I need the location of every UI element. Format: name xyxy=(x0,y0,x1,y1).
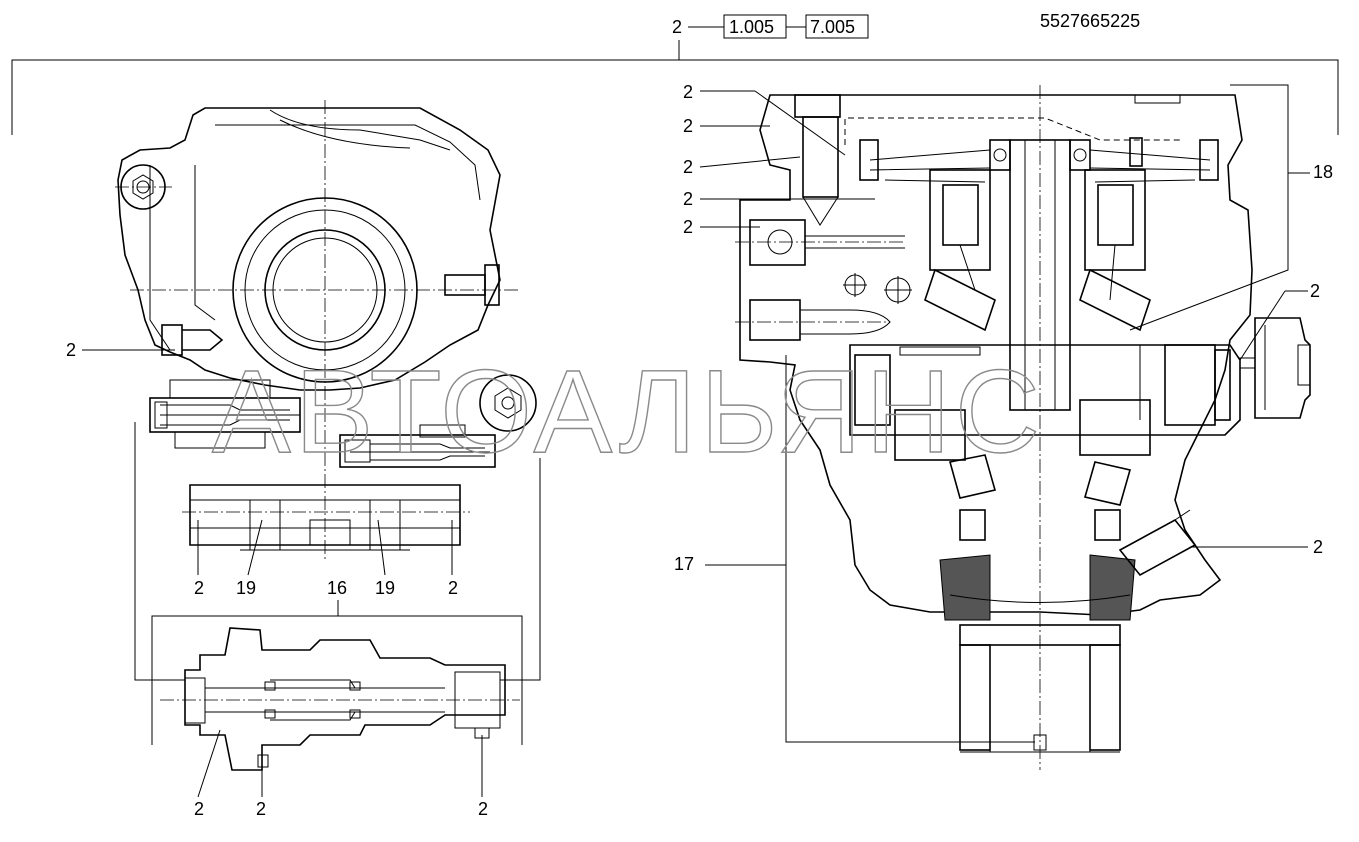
label-right-2-side: 2 xyxy=(1310,281,1320,301)
label-lower-2-a: 2 xyxy=(194,799,204,819)
label-right-2-2: 2 xyxy=(683,116,693,136)
right-section-view xyxy=(735,85,1311,770)
label-left-2-mid: 2 xyxy=(66,340,76,360)
label-right-2-5: 2 xyxy=(683,217,693,237)
left-labels: 2 2 19 19 2 16 xyxy=(66,340,523,745)
label-right-2-4: 2 xyxy=(683,189,693,209)
label-bottom-19-b: 19 xyxy=(375,578,395,598)
ref-number: 2 xyxy=(672,17,682,37)
label-right-17: 17 xyxy=(674,554,694,574)
part-number: 5527665225 xyxy=(1040,11,1140,31)
label-lower-2-b: 2 xyxy=(256,799,266,819)
label-right-2-1: 2 xyxy=(683,82,693,102)
lower-labels: 2 2 2 xyxy=(194,729,488,819)
left-pump-view xyxy=(115,100,541,681)
gear-left-hatch xyxy=(939,554,991,621)
right-labels: 2 2 2 2 2 18 2 2 17 xyxy=(674,82,1333,574)
label-bottom-2-b: 2 xyxy=(448,578,458,598)
gear-right-hatch xyxy=(1089,554,1136,621)
watermark: АВТОАЛЬЯНС xyxy=(212,346,1044,478)
valve-assembly-16 xyxy=(160,627,520,771)
ref-box-2-frame xyxy=(805,14,869,39)
ref-box-2: 7.005 xyxy=(810,17,855,37)
label-right-18: 18 xyxy=(1313,162,1333,182)
label-bottom-2-a: 2 xyxy=(194,578,204,598)
ref-box-1: 1.005 xyxy=(729,17,774,37)
label-section-16: 16 xyxy=(327,578,347,598)
label-bottom-19-a: 19 xyxy=(236,578,256,598)
label-right-2-low: 2 xyxy=(1313,537,1323,557)
section-16-bracket xyxy=(151,615,523,745)
label-right-2-3: 2 xyxy=(683,157,693,177)
header: 2 1.005 7.005 5527665225 xyxy=(11,11,1339,135)
main-bracket xyxy=(11,59,1339,135)
label-lower-2-c: 2 xyxy=(478,799,488,819)
